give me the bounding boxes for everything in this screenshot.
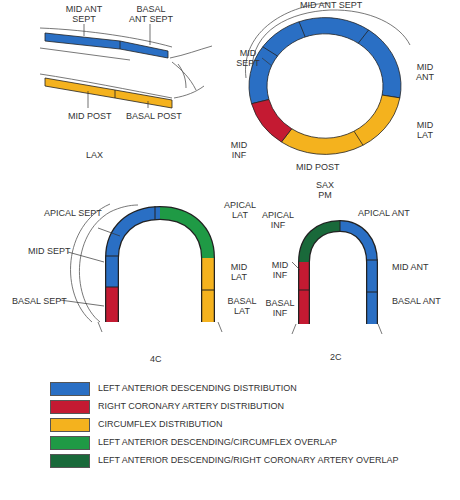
segment-label: MID LAT — [224, 262, 254, 282]
segment-label: MID INF — [266, 260, 294, 280]
segment-label: BASAL ANT SEPT — [128, 4, 174, 24]
legend-swatch — [50, 454, 90, 468]
segment-divider — [263, 47, 278, 56]
view-name: 2C — [330, 352, 342, 362]
segment-label: MID ANT SEPT — [300, 0, 362, 10]
legend-text: CIRCUMFLEX DISTRIBUTION — [98, 419, 223, 430]
segment-label: MID SEPT — [28, 246, 71, 256]
legend-text: LEFT ANTERIOR DESCENDING/RIGHT CORONARY … — [98, 455, 398, 466]
segment-label: MID ANT SEPT — [62, 4, 106, 24]
view-name: LAX — [86, 150, 103, 160]
segment-band — [281, 95, 399, 154]
legend-text: RIGHT CORONARY ARTERY DISTRIBUTION — [98, 401, 284, 412]
segment-label: BASAL SEPT — [12, 296, 67, 306]
segment-divider — [354, 131, 363, 145]
segment-label: APICAL ANT — [358, 208, 410, 218]
segment-band — [252, 100, 292, 143]
segment-label: BASAL ANT — [392, 296, 441, 306]
segment-label: BASAL POST — [126, 111, 182, 121]
segment-label: MID POST — [68, 111, 112, 121]
segment-label: MID POST — [296, 162, 340, 172]
legend-swatch — [50, 418, 90, 432]
segment-band — [249, 18, 401, 104]
segment-divider — [358, 30, 368, 43]
view-name: 4C — [150, 354, 162, 364]
segment-label: APICAL SEPT — [44, 208, 102, 218]
view-name: SAX PM — [312, 180, 338, 200]
segment-label: APICAL LAT — [222, 200, 258, 220]
segment-divider — [299, 22, 305, 37]
segment-label: MID SEPT — [232, 48, 264, 68]
legend-swatch — [50, 382, 90, 396]
segment-label: MID INF — [224, 140, 254, 160]
legend-text: LEFT ANTERIOR DESCENDING DISTRIBUTION — [98, 383, 297, 394]
segment-label: MID ANT — [392, 262, 429, 272]
segment-label: MID LAT — [408, 120, 442, 140]
segment-label: MID ANT — [408, 62, 442, 82]
legend-text: LEFT ANTERIOR DESCENDING/CIRCUMFLEX OVER… — [98, 437, 337, 448]
segment-label: BASAL INF — [262, 298, 298, 318]
legend-swatch — [50, 436, 90, 450]
legend-swatch — [50, 400, 90, 414]
segment-label: APICAL INF — [258, 210, 298, 230]
segment-label: BASAL LAT — [224, 296, 260, 316]
